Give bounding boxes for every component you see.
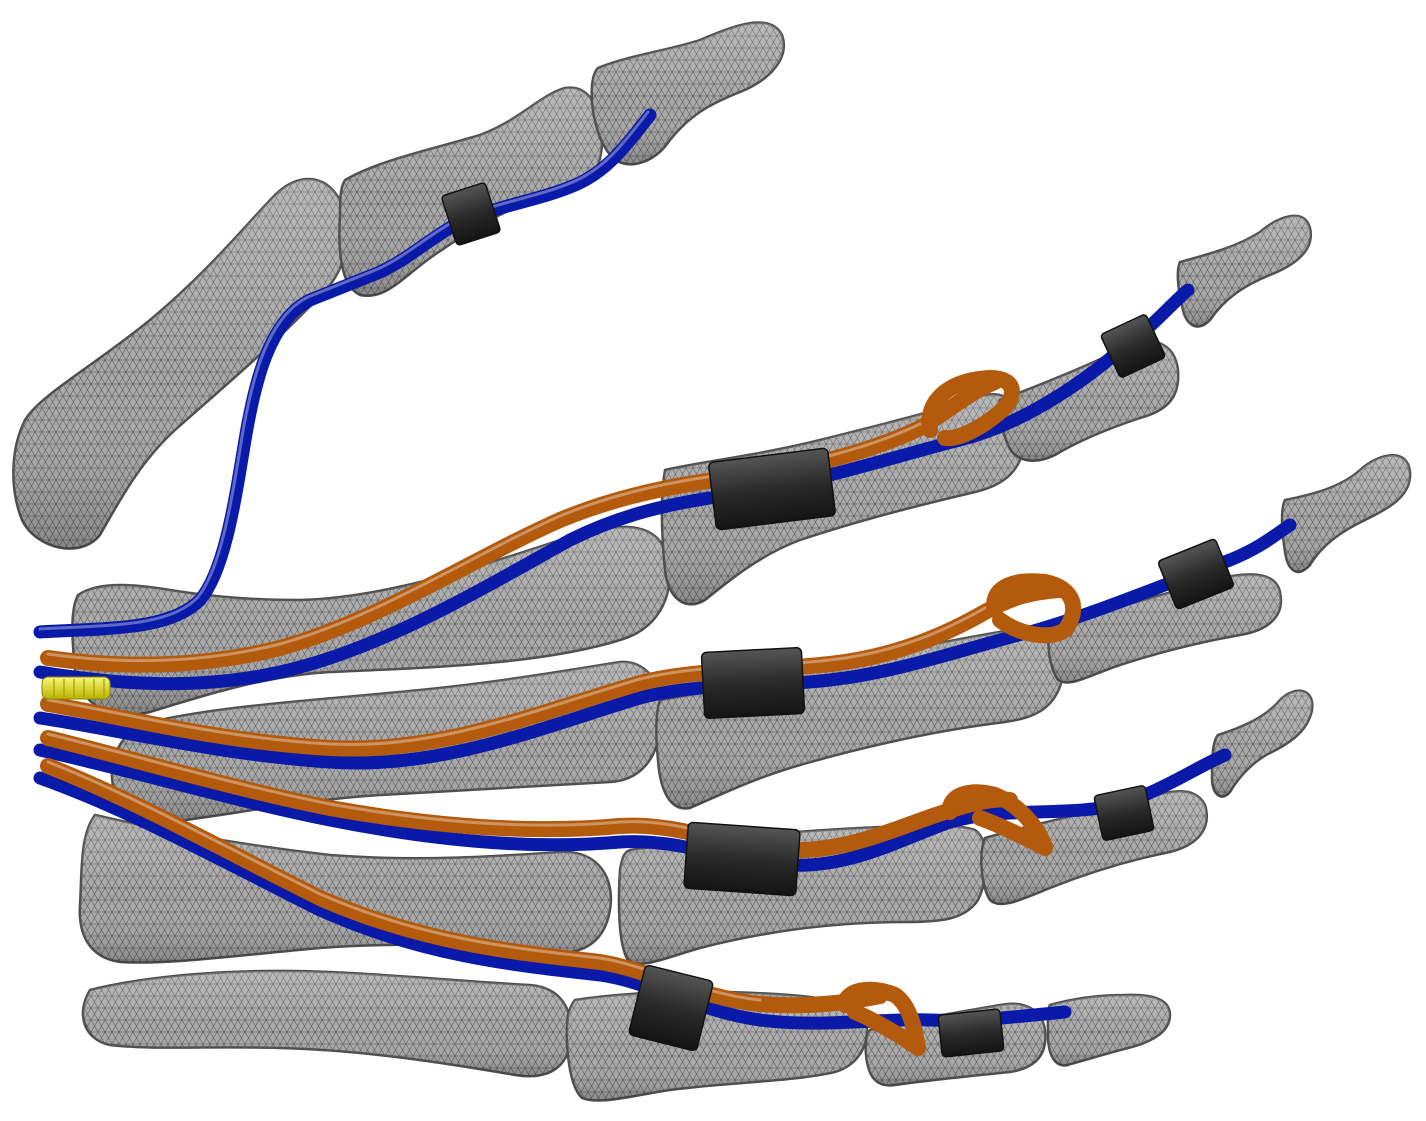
ring-metacarpal <box>80 815 611 963</box>
index-distal-phalanx <box>1178 216 1311 327</box>
index-pulley-proximal <box>708 448 835 530</box>
little-metacarpal <box>83 971 571 1076</box>
little-distal-phalanx <box>1048 995 1170 1066</box>
thumb-metacarpal <box>13 179 346 549</box>
little-bones <box>83 971 1170 1101</box>
little-pulley-distal <box>938 1009 1004 1057</box>
ring-distal-phalanx <box>1212 691 1312 797</box>
ring-pulley-distal <box>1094 785 1154 841</box>
middle-distal-phalanx <box>1282 455 1410 572</box>
middle-pulley-proximal <box>701 647 804 718</box>
ring-pulley-proximal <box>684 822 800 896</box>
yellow-anchor-marker <box>42 677 110 699</box>
